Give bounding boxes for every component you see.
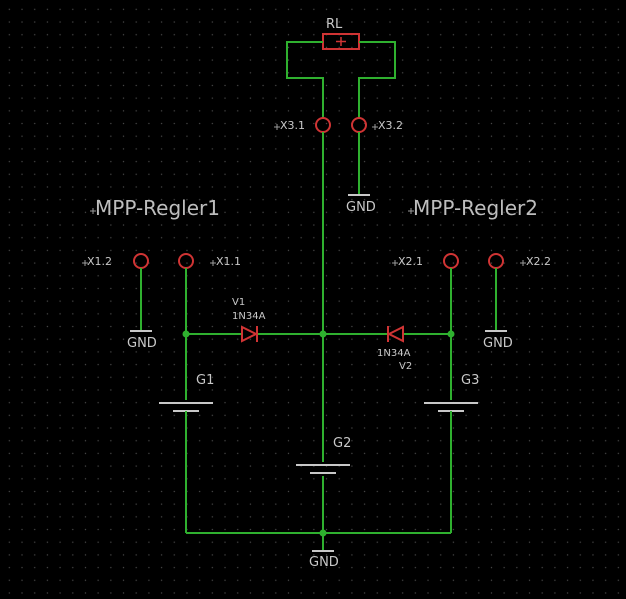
gnd-bottom-label: GND (309, 555, 339, 570)
g2-label: G2 (333, 436, 351, 451)
diode-v2[interactable] (386, 325, 404, 343)
junction (182, 330, 190, 338)
v1-name-label: V1 (232, 297, 245, 308)
origin-marker (274, 124, 280, 130)
diode-v1[interactable] (241, 325, 259, 343)
origin-marker (372, 124, 378, 130)
v2-name-label: V2 (399, 361, 412, 372)
regler1-title: MPP-Regler1 (95, 196, 220, 220)
x22-label: X2.2 (526, 255, 551, 268)
x12-label: X1.2 (87, 255, 112, 268)
junction (319, 330, 327, 338)
gnd-left-label: GND (127, 336, 157, 351)
gnd-top-label: GND (346, 200, 376, 215)
x11-label: X1.1 (216, 255, 241, 268)
battery-g3[interactable] (424, 402, 478, 412)
connector-x3-2[interactable] (351, 117, 367, 133)
gnd-right-label: GND (483, 336, 513, 351)
origin-marker (392, 260, 398, 266)
resistor-label: RL (326, 17, 343, 32)
connector-x2-2[interactable] (488, 253, 504, 269)
wires-top (286, 41, 396, 118)
origin-marker (90, 208, 96, 214)
g3-label: G3 (461, 373, 479, 388)
origin-marker (210, 260, 216, 266)
v2-type-label: 1N34A (377, 348, 411, 359)
v1-type-label: 1N34A (232, 311, 266, 322)
connector-x2-1[interactable] (443, 253, 459, 269)
connector-x1-1[interactable] (178, 253, 194, 269)
regler2-title: MPP-Regler2 (413, 196, 538, 220)
battery-g2[interactable] (296, 464, 350, 474)
x31-label: X3.1 (280, 119, 305, 132)
connector-x1-2[interactable] (133, 253, 149, 269)
g1-label: G1 (196, 373, 214, 388)
resistor-rl[interactable] (322, 33, 360, 50)
battery-g1[interactable] (159, 402, 213, 412)
x21-label: X2.1 (398, 255, 423, 268)
junction (447, 330, 455, 338)
origin-marker (408, 208, 414, 214)
origin-marker (520, 260, 526, 266)
connector-x3-1[interactable] (315, 117, 331, 133)
x32-label: X3.2 (378, 119, 403, 132)
origin-marker (82, 260, 88, 266)
